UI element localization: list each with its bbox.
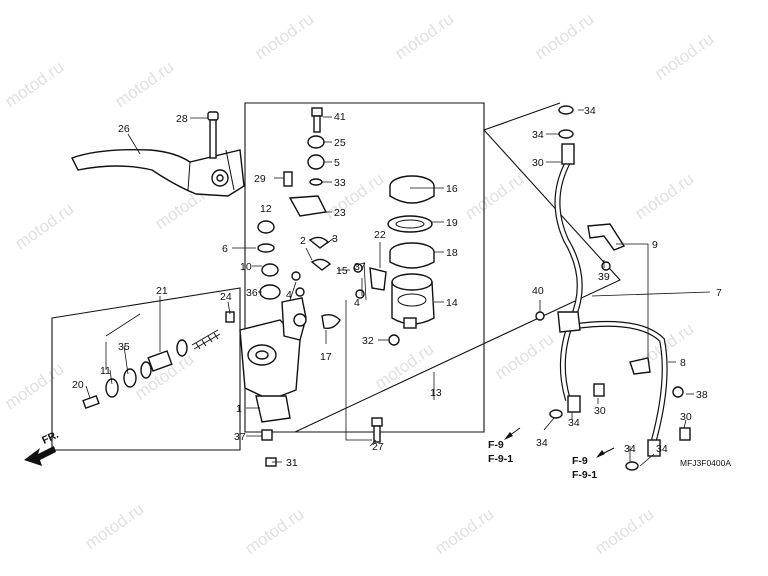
callout-12: 12 xyxy=(260,203,272,215)
callout-30a: 30 xyxy=(532,157,544,169)
callout-30c: 30 xyxy=(680,411,692,423)
callout-40: 40 xyxy=(532,285,544,297)
reservoir-assembly xyxy=(387,175,435,329)
callout-34c: 34 xyxy=(568,417,580,429)
callout-18: 18 xyxy=(446,247,458,259)
watermark-text: motod.ru xyxy=(1,57,67,111)
watermark-text: motod.ru xyxy=(591,504,657,558)
lower-bolts xyxy=(261,417,383,467)
callout-15: 15 xyxy=(336,265,348,277)
watermark-text: motod.ru xyxy=(431,504,497,558)
reservoir-group-frame xyxy=(244,102,485,433)
ref-right-f9: F-9 xyxy=(572,455,588,467)
watermark-text: motod.ru xyxy=(81,499,147,553)
front-arrow-icon xyxy=(24,446,56,466)
brake-lever xyxy=(71,149,245,197)
diagram-code: MFJ3F0400A xyxy=(680,458,731,468)
callout-34b: 34 xyxy=(532,129,544,141)
callout-7: 7 xyxy=(716,287,722,299)
callout-2: 2 xyxy=(300,235,306,247)
callout-34d: 34 xyxy=(536,437,548,449)
master-cylinder-body xyxy=(239,297,307,423)
watermark-text: motod.ru xyxy=(391,9,457,63)
ref-left-f9: F-9 xyxy=(488,439,504,451)
callout-10: 10 xyxy=(240,261,252,273)
callout-19: 19 xyxy=(446,217,458,229)
callout-37b: 37 xyxy=(234,431,246,443)
callout-17: 17 xyxy=(320,351,332,363)
callout-34e: 34 xyxy=(656,443,668,455)
ref-right-f91: F-9-1 xyxy=(572,469,597,481)
ref-arrow-right-head xyxy=(596,450,605,458)
callout-32: 32 xyxy=(362,335,374,347)
watermark-text: motod.ru xyxy=(531,9,597,63)
callout-4b: 4 xyxy=(354,297,360,309)
callout-6: 6 xyxy=(222,243,228,255)
ref-arrow-left-head xyxy=(504,432,513,440)
front-label: FR. xyxy=(40,429,60,447)
piston-set xyxy=(82,311,235,410)
callout-26: 26 xyxy=(118,123,130,135)
leader-lines xyxy=(85,109,711,467)
brake-hoses xyxy=(535,105,691,471)
callout-labels: 26 28 29 41 25 5 33 23 16 19 18 14 22 2 … xyxy=(72,105,722,469)
callout-25: 25 xyxy=(334,137,346,149)
callout-11: 11 xyxy=(100,365,111,377)
callout-21: 21 xyxy=(156,285,168,297)
callout-37a: 37 xyxy=(354,261,366,273)
callout-27: 27 xyxy=(372,441,384,453)
callout-29: 29 xyxy=(254,173,266,185)
callout-31: 31 xyxy=(286,457,298,469)
pivot-bolt xyxy=(207,111,219,159)
callout-35: 35 xyxy=(118,341,130,353)
callout-16: 16 xyxy=(446,183,458,195)
piston-group-frame xyxy=(51,287,241,451)
watermark-text: motod.ru xyxy=(111,57,177,111)
callout-34a: 34 xyxy=(584,105,596,117)
callout-8: 8 xyxy=(680,357,686,369)
watermark-text: motod.ru xyxy=(251,9,317,63)
watermark-text: motod.ru xyxy=(371,339,437,393)
callout-22: 22 xyxy=(374,229,386,241)
callout-24: 24 xyxy=(220,291,232,303)
callout-3: 3 xyxy=(332,233,338,245)
callout-38: 38 xyxy=(696,389,708,401)
ref-left-f91: F-9-1 xyxy=(488,453,513,465)
watermark-text: motod.ru xyxy=(1,359,67,413)
callout-36: 36 xyxy=(246,287,258,299)
callout-9: 9 xyxy=(652,239,658,251)
callout-5: 5 xyxy=(334,157,340,169)
front-direction-indicator: FR. xyxy=(24,429,61,466)
callout-33: 33 xyxy=(334,177,346,189)
callout-4a: 4 xyxy=(286,289,292,301)
callout-41: 41 xyxy=(334,111,346,123)
watermark-text: motod.ru xyxy=(651,29,717,83)
callout-28: 28 xyxy=(176,113,188,125)
watermark-layer: motod.ru motod.ru motod.ru motod.ru moto… xyxy=(1,9,717,558)
callout-34f: 34 xyxy=(624,443,636,455)
callout-14: 14 xyxy=(446,297,458,309)
callout-30b: 30 xyxy=(594,405,606,417)
callout-20: 20 xyxy=(72,379,84,391)
callout-39: 39 xyxy=(598,271,610,283)
callout-1: 1 xyxy=(236,403,242,415)
assembly-frames xyxy=(51,102,621,451)
callout-13: 13 xyxy=(430,387,442,399)
watermark-text: motod.ru xyxy=(241,504,307,558)
watermark-text: motod.ru xyxy=(321,169,387,223)
callout-23: 23 xyxy=(334,207,346,219)
hose-frame-line xyxy=(294,102,621,433)
watermark-text: motod.ru xyxy=(631,169,697,223)
watermark-text: motod.ru xyxy=(491,329,557,383)
watermark-text: motod.ru xyxy=(461,169,527,223)
reservoir-hose xyxy=(304,236,387,330)
upper-small-parts xyxy=(257,107,400,346)
watermark-text: motod.ru xyxy=(11,199,77,253)
page-references: F-9 F-9-1 F-9 F-9-1 xyxy=(488,427,615,481)
